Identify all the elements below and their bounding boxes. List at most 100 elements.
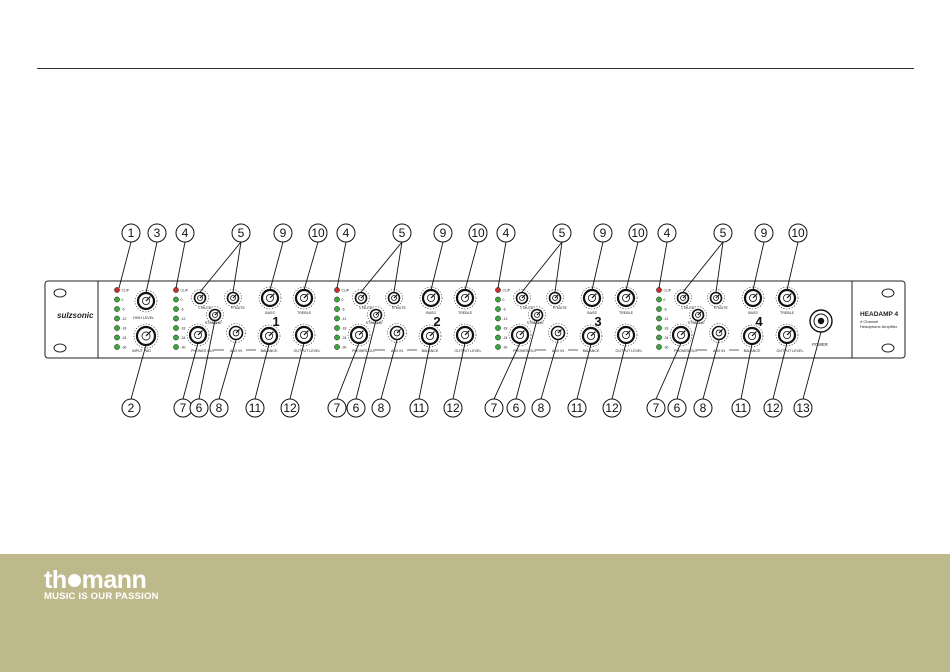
led-in-1 bbox=[114, 296, 120, 303]
ch3-stereo-mono-label: ST/MONO bbox=[527, 321, 544, 325]
callout-bottom-6: 6 bbox=[513, 401, 520, 415]
ch2-output-level-knob-pointer bbox=[464, 330, 470, 336]
ch1-bass-knob-scale bbox=[258, 286, 282, 310]
led-ch3-1 bbox=[495, 296, 501, 303]
callout-leader-top bbox=[752, 241, 765, 291]
callout-bottom-11: 11 bbox=[571, 401, 584, 415]
ch1-phones-out-knob-scale bbox=[186, 323, 210, 347]
callout-bottom-2: 2 bbox=[128, 401, 135, 415]
callout-bottom-7: 7 bbox=[653, 401, 660, 415]
callout-leader-bottom bbox=[380, 339, 398, 400]
ch4-r-mute-knob-cap bbox=[713, 295, 719, 301]
callout-top-4: 4 bbox=[664, 226, 671, 240]
led-ch2-6 bbox=[334, 344, 340, 350]
led-ch4-2 bbox=[656, 306, 662, 312]
power-switch-ring bbox=[813, 313, 829, 329]
ch4-number: 4 bbox=[755, 314, 763, 329]
led-label: -30 bbox=[122, 345, 127, 349]
ch4-aux-in-knob-scale bbox=[709, 323, 729, 343]
callout-top-4-circle bbox=[496, 223, 516, 243]
callout-leader-top bbox=[269, 241, 284, 291]
led-ch1-1 bbox=[173, 296, 179, 303]
ch3-bass-knob-cap bbox=[588, 293, 597, 302]
device-subtitle-2: Headphone Amplifier bbox=[860, 324, 898, 329]
ch1-stereo-mono-label: ST/MONO bbox=[205, 321, 222, 325]
callout-leader-top bbox=[682, 241, 724, 293]
ch3-phones-out-knob-pointer bbox=[519, 330, 525, 336]
ch2-output-level-knob-scale bbox=[453, 323, 477, 347]
ch4-r-mute-knob-pointer bbox=[715, 294, 720, 299]
ch4-stereo-mono-knob-scale bbox=[689, 306, 707, 324]
ch1-output-level-knob-scale bbox=[292, 323, 316, 347]
ch4-phones-out-knob-pointer bbox=[680, 330, 686, 336]
led-label: CLIP bbox=[122, 288, 130, 292]
ch1-aux-in-knob-cap bbox=[232, 329, 240, 337]
ch4-phones-label: PHONES OUT bbox=[674, 349, 699, 353]
led-ch4-3 bbox=[656, 315, 662, 322]
ch1-r-mute-knob-cap bbox=[230, 295, 236, 301]
device-logo: sulzsonic bbox=[57, 311, 94, 320]
callout-bottom-8-circle bbox=[693, 398, 713, 418]
ch4-bass-label: BASS bbox=[748, 311, 758, 315]
callout-bottom-12: 12 bbox=[766, 401, 780, 415]
ch2-phones-out-knob-scale bbox=[347, 323, 371, 347]
ch4-stereo-mono-knob-pointer bbox=[697, 311, 702, 316]
callout-leader-bottom bbox=[772, 342, 788, 400]
brand-dot-icon bbox=[67, 574, 81, 587]
ch1-balance-knob-pointer bbox=[268, 331, 274, 337]
ch4-output-label: OUTPUT LEVEL bbox=[777, 349, 804, 353]
led-label: CLIP bbox=[342, 288, 350, 292]
callout-bottom-6: 6 bbox=[353, 401, 360, 415]
ch1-r-mute-knob-pointer bbox=[232, 294, 237, 299]
callout-leader-top bbox=[303, 241, 319, 291]
ch4-balance-knob-scale bbox=[740, 324, 764, 348]
callout-leader-bottom bbox=[198, 319, 216, 400]
ch3-treble-label: TREBLE bbox=[619, 311, 634, 315]
led-label: -18 bbox=[503, 326, 508, 330]
ch1-r-mute-label: R MUTE bbox=[231, 306, 245, 310]
ch3-balance-knob-scale bbox=[579, 324, 603, 348]
callout-leader-bottom bbox=[130, 344, 147, 400]
ch4-treble-knob-pointer bbox=[786, 293, 792, 299]
ch2-output-level-knob-cap bbox=[460, 330, 469, 339]
callout-leader-bottom bbox=[418, 343, 431, 400]
brand-right: mann bbox=[81, 566, 147, 594]
high-level-label: HIGH LEVEL bbox=[133, 316, 154, 320]
power-label: POWER bbox=[812, 342, 828, 347]
ch1-number: 1 bbox=[272, 314, 279, 329]
device-diagram: CLIP0-6-12-18-24-30CLIP0-6-12-18-24-30L … bbox=[44, 223, 906, 418]
led-ch3-3 bbox=[495, 315, 501, 322]
callout-top-4-circle bbox=[175, 223, 195, 243]
led-ch1-4 bbox=[173, 325, 179, 331]
led-ch2-4 bbox=[334, 325, 340, 331]
led-in-5 bbox=[114, 334, 120, 341]
led-label: -30 bbox=[664, 345, 669, 349]
callout-bottom-7: 7 bbox=[180, 401, 187, 415]
led-ch2-3 bbox=[334, 315, 340, 322]
callout-leader-bottom bbox=[336, 342, 360, 400]
ch4-l-mute-knob-cap bbox=[680, 295, 686, 301]
callout-bottom-11: 11 bbox=[413, 401, 426, 415]
ch1-phones-label: PHONES OUT bbox=[191, 349, 216, 353]
rack-hole bbox=[53, 343, 67, 353]
ch1-aux-in-knob-pointer bbox=[235, 329, 240, 334]
led-ch1-2 bbox=[173, 306, 179, 312]
ch3-bass-label: BASS bbox=[587, 311, 597, 315]
ch4-aux-in-label: AUX IN bbox=[713, 349, 725, 353]
high-level-knob-cap bbox=[141, 296, 150, 305]
brand-left: th bbox=[44, 566, 67, 594]
ch2-l-mute-knob-pointer bbox=[360, 294, 365, 299]
callout-leader-bottom bbox=[740, 343, 753, 400]
ch2-l-mute-knob-cap bbox=[358, 295, 364, 301]
led-label: 0 bbox=[503, 298, 505, 302]
ch1-bass-label: BASS bbox=[265, 311, 275, 315]
led-label: -24 bbox=[122, 336, 127, 340]
ch1-l-mute-knob-scale bbox=[191, 289, 209, 307]
ch2-phones-out-knob-cap bbox=[354, 330, 363, 339]
ch2-stereo-mono-knob-pointer bbox=[375, 311, 380, 316]
ch3-l-mute-knob-cap bbox=[519, 295, 525, 301]
callout-top-9: 9 bbox=[761, 226, 768, 240]
callout-top-4: 4 bbox=[343, 226, 350, 240]
callout-bottom-12-circle bbox=[280, 398, 300, 418]
callout-leader-bottom bbox=[289, 342, 305, 400]
